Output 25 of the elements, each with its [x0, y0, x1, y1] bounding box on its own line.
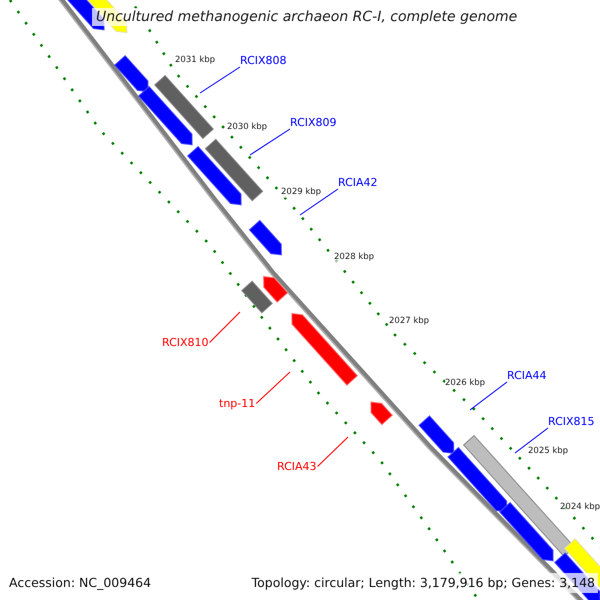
position-label: 2028 kbp: [334, 252, 374, 263]
gene-label: tnp-11: [219, 397, 256, 410]
leader-line: [514, 428, 548, 454]
leader-line: [250, 128, 290, 156]
leader-line: [317, 436, 348, 467]
gene-label: RCIA44: [507, 369, 547, 382]
position-label: 2024 kbp: [560, 502, 600, 513]
position-label: 2025 kbp: [528, 446, 568, 457]
position-label: 2030 kbp: [227, 122, 268, 133]
gene-label: RCIX809: [290, 116, 337, 129]
leader-line: [470, 382, 508, 410]
position-label: 2029 kbp: [281, 187, 322, 198]
genome-info-text: Topology: circular; Length: 3,179,916 bp; Genes: 3,148: [248, 573, 598, 593]
position-label: 2027 kbp: [389, 316, 430, 327]
gene-label: RCIX808: [240, 54, 287, 67]
gene-label: RCIA42: [338, 176, 378, 189]
gene-label: RCIA43: [277, 460, 317, 473]
gene-label: RCIX810: [162, 336, 209, 349]
gene-label: RCIX815: [548, 415, 595, 428]
leader-line: [200, 66, 240, 94]
leader-line: [256, 372, 290, 404]
position-label: 2031 kbp: [175, 55, 216, 66]
leader-line: [209, 312, 240, 343]
leader-line: [300, 188, 338, 216]
position-label: 2026 kbp: [445, 378, 486, 389]
